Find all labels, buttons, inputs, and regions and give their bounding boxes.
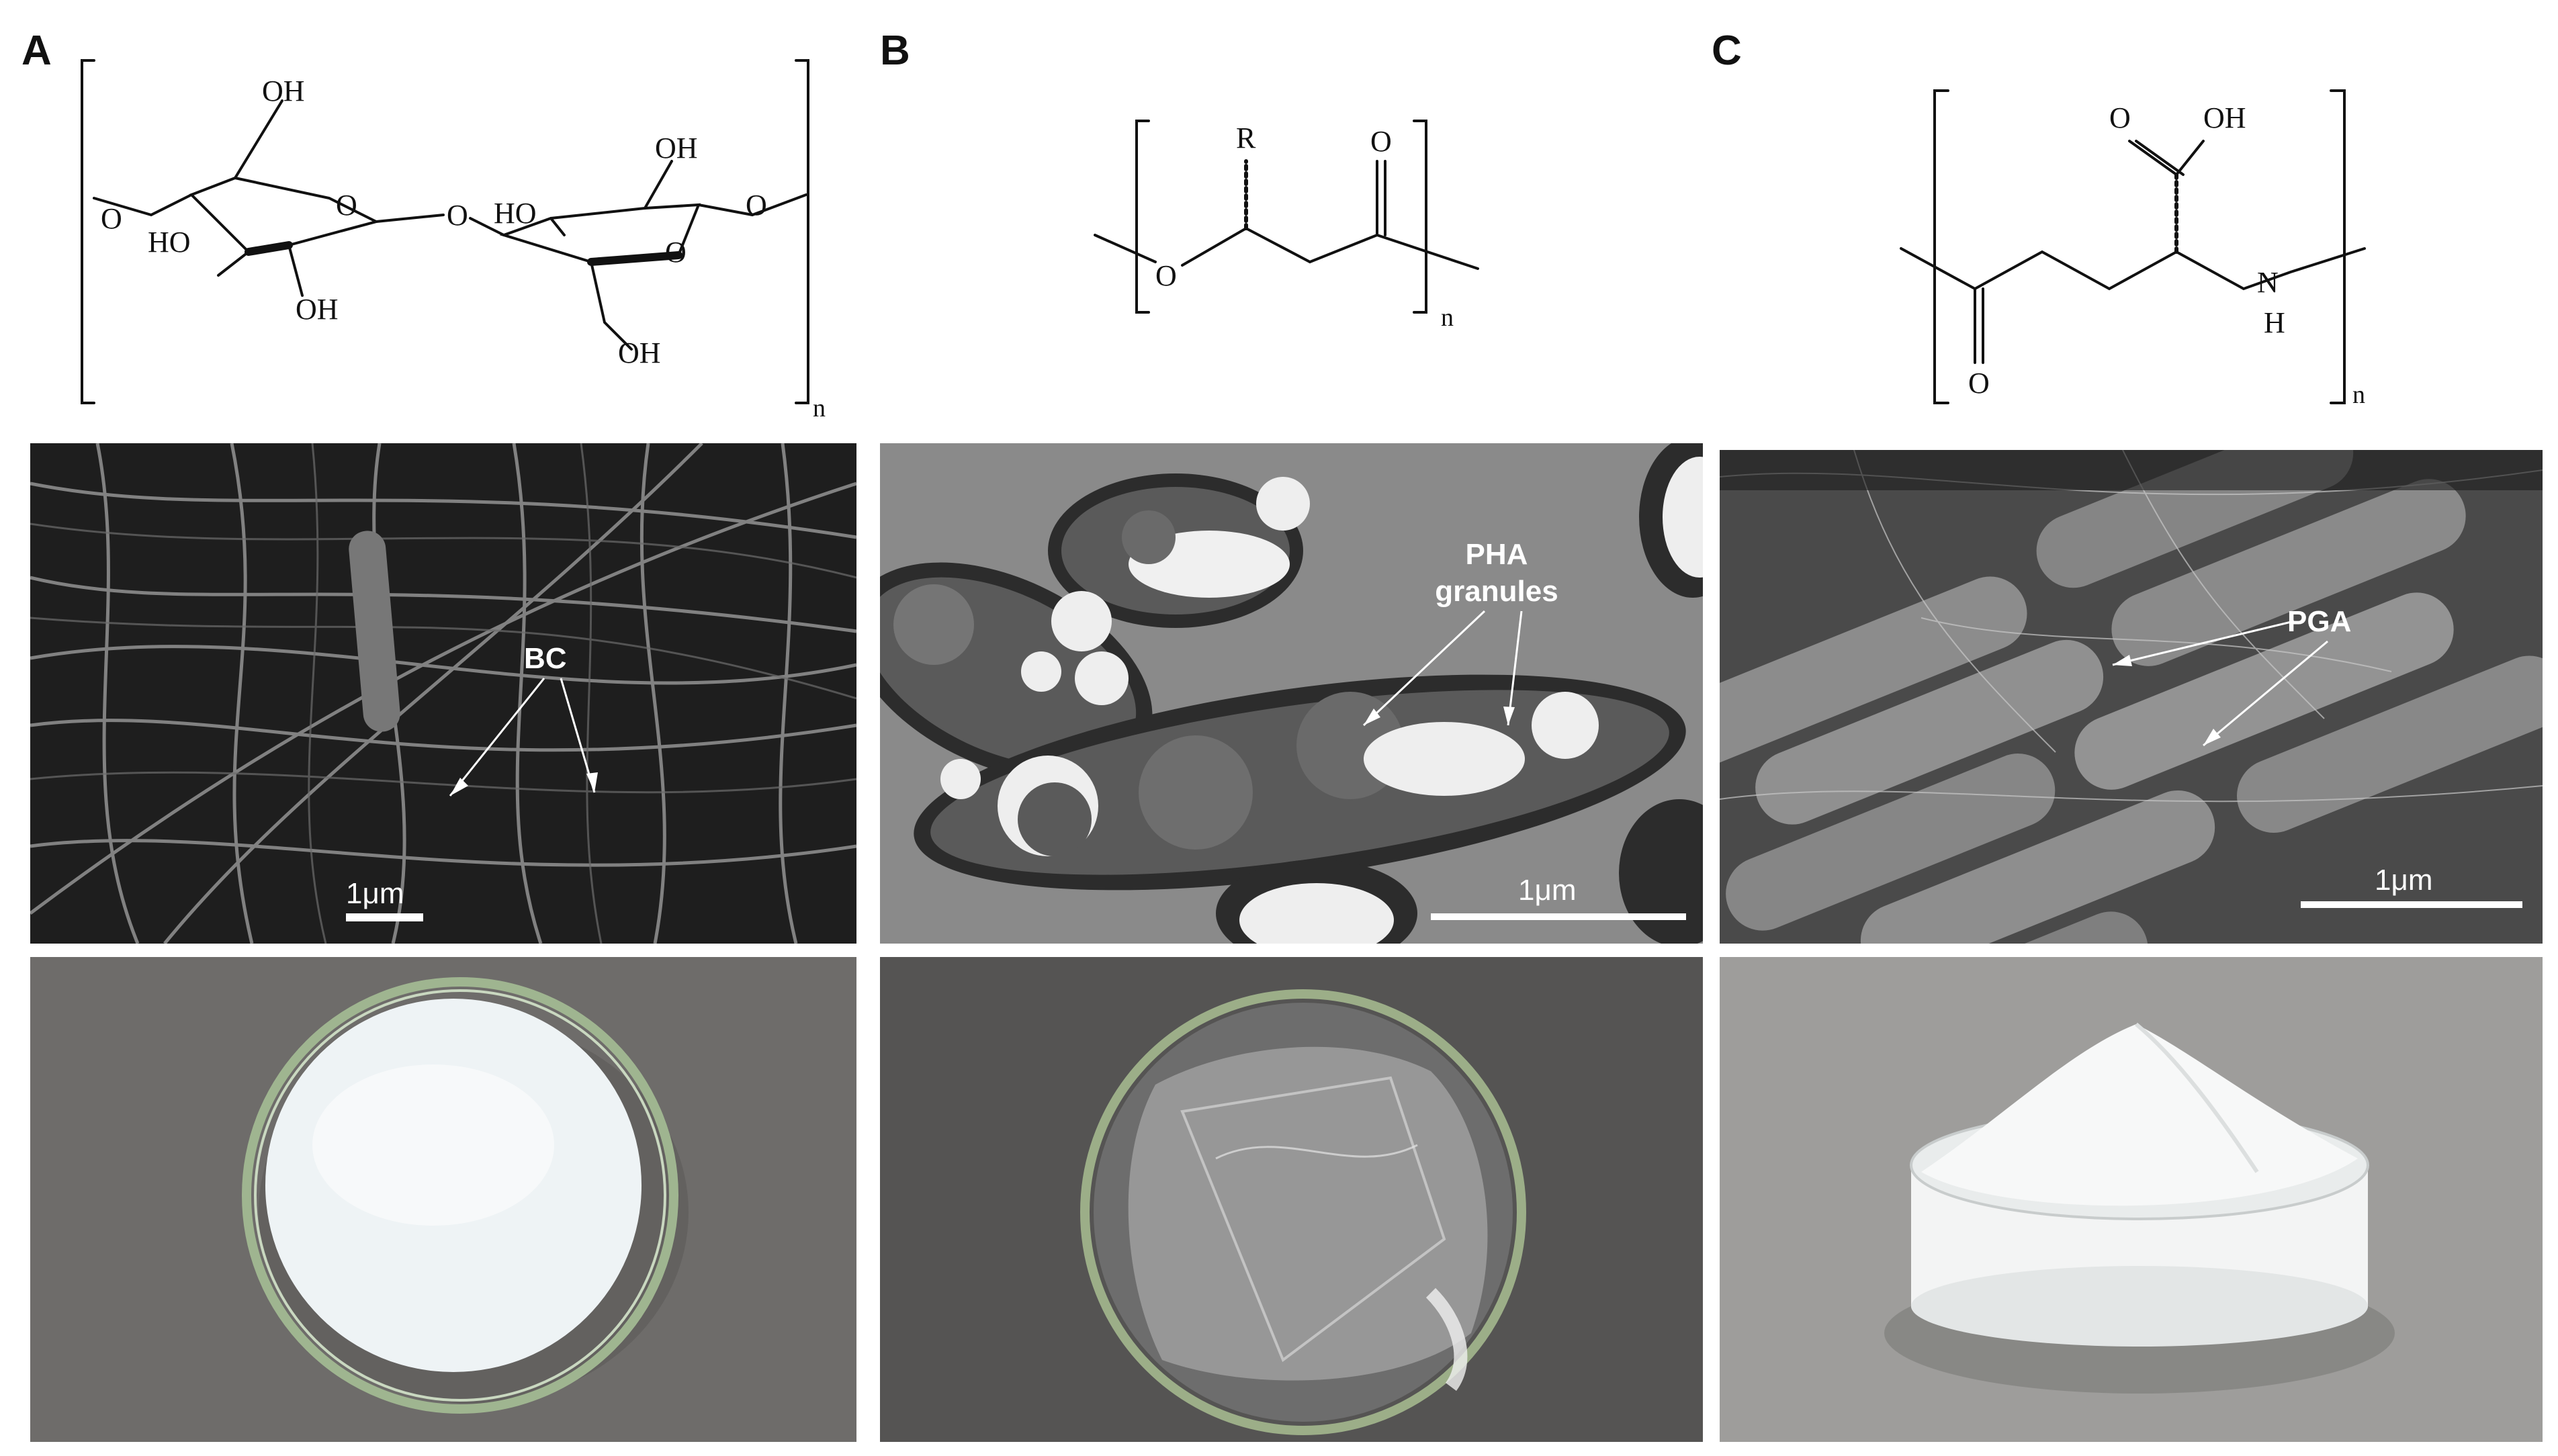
pha-label-line1: PHA [1466, 538, 1528, 571]
subscript-n-a: n [813, 394, 826, 422]
ho-label-right: HO [494, 197, 537, 230]
oh-label-top: OH [262, 75, 305, 107]
panel-letter-c: C [1712, 28, 1742, 74]
ester-oxygen-label: O [1155, 259, 1177, 292]
pha-annotation: PHA granules [1362, 538, 1558, 727]
cellulose-atom-labels: OH O O HO OH O HO OH O O OH n [101, 75, 826, 422]
cellulose-structure: OH O O HO OH O HO OH O O OH n [81, 59, 826, 422]
acid-oh-label: OH [2203, 101, 2246, 134]
bc-label: BC [524, 642, 567, 675]
ring-oxygen-left: O [336, 189, 357, 222]
pha-atom-labels: R O O n [1155, 122, 1454, 332]
ring-oxygen-right: O [665, 236, 687, 269]
amide-oxygen-label: O [1968, 367, 1990, 400]
bc-scale-text: 1μm [346, 877, 404, 910]
bc-annotation: BC [449, 642, 598, 797]
oh-label-bottom-left: OH [296, 293, 339, 326]
glycosidic-oxygen-left: O [101, 202, 122, 235]
pha-scale-bar: 1μm [1431, 874, 1686, 920]
pga-powder-photo [1720, 957, 2543, 1442]
carbonyl-oxygen-label: O [1370, 125, 1392, 158]
pga-sem-micrograph: PGA 1μm [1720, 450, 2543, 944]
pha-tem-micrograph: PHA granules 1μm [880, 443, 1703, 944]
pga-scale-bar: 1μm [2301, 864, 2522, 908]
pga-scale-text: 1μm [2375, 864, 2432, 897]
bc-sem-micrograph: BC 1μm [30, 443, 856, 944]
bc-pellicle-photo [30, 957, 856, 1442]
subscript-n-b: n [1441, 304, 1454, 332]
panel-letter-b: B [880, 28, 910, 74]
pha-scale-text: 1μm [1518, 874, 1576, 907]
r-group-label: R [1236, 122, 1256, 154]
oh-label-bottom-right: OH [618, 336, 661, 369]
acid-carbonyl-oxygen-label: O [2109, 101, 2131, 134]
pga-structure: O OH N H O n [1900, 89, 2366, 409]
subscript-n-c: n [2352, 381, 2365, 409]
oh-label-top-right: OH [655, 132, 698, 165]
pha-structure: R O O n [1094, 120, 1479, 332]
pha-label-line2: granules [1435, 575, 1558, 608]
panel-letter-a: A [21, 28, 52, 74]
bc-scale-bar: 1μm [346, 877, 423, 921]
pga-label: PGA [2287, 605, 2351, 638]
glycosidic-oxygen-right: O [746, 189, 767, 222]
pha-film-photo [880, 957, 1703, 1442]
glycosidic-oxygen-middle: O [447, 199, 468, 232]
ho-label-left: HO [148, 226, 191, 259]
pga-annotation: PGA [2112, 605, 2351, 747]
amide-h-label: H [2264, 306, 2285, 339]
amide-n-label: N [2257, 266, 2279, 299]
pga-atom-labels: O OH N H O n [1968, 101, 2365, 409]
